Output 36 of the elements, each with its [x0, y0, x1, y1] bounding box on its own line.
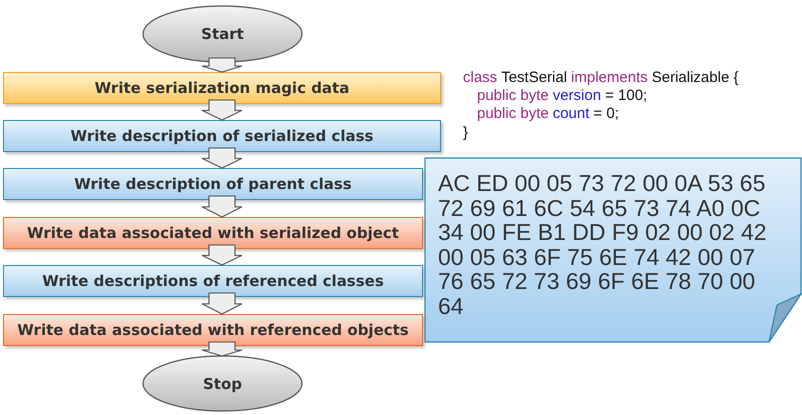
code-token: = 100; — [605, 87, 648, 104]
process-box — [3, 217, 423, 249]
code-token: TestSerial — [501, 69, 568, 86]
code-token: class — [463, 69, 498, 86]
block-arrow — [201, 99, 243, 121]
code-token: public byte — [477, 87, 549, 104]
process-box — [3, 314, 423, 346]
code-token: implements — [571, 69, 648, 86]
block-arrow — [201, 341, 243, 357]
block-arrow — [201, 195, 243, 218]
step-label: Write description of serialized class — [70, 127, 374, 145]
block-arrow — [201, 292, 243, 315]
process-box — [3, 168, 423, 200]
step-label: Write descriptions of referenced classes — [42, 272, 384, 290]
step-label: Write description of parent class — [74, 175, 352, 193]
step-label: Write data associated with serialized object — [27, 224, 399, 242]
step-label: Start — [201, 25, 244, 43]
terminal-ellipse — [142, 355, 303, 412]
block-arrow — [201, 57, 243, 73]
process-box — [3, 72, 441, 104]
hex-dump-note — [424, 157, 802, 343]
process-box — [3, 265, 423, 297]
code-token: = 0; — [593, 105, 619, 122]
hex-bytes-text: AC ED 00 05 73 72 00 0A 53 65 72 69 61 6C 54 65 73 74 A0 0C 34 00 FE B1 DD F9 02 00 02 42 00 05 63 6F 75 6E 74 42 00 07 76 65 72 73 69 6F 6E 78 70 00 64 — [438, 171, 768, 318]
code-token: } — [463, 124, 468, 141]
process-box — [3, 120, 441, 152]
terminal-ellipse — [142, 5, 303, 63]
step-label: Stop — [202, 374, 242, 392]
block-arrow — [201, 147, 243, 169]
code-token: count — [552, 105, 590, 122]
code-token: Serializable { — [652, 69, 738, 86]
step-label: Write data associated with referenced objects — [17, 321, 409, 339]
code-token: public byte — [477, 105, 549, 122]
block-arrow — [201, 244, 243, 266]
step-label: Write serialization magic data — [94, 79, 350, 97]
code-token: version — [552, 87, 602, 104]
